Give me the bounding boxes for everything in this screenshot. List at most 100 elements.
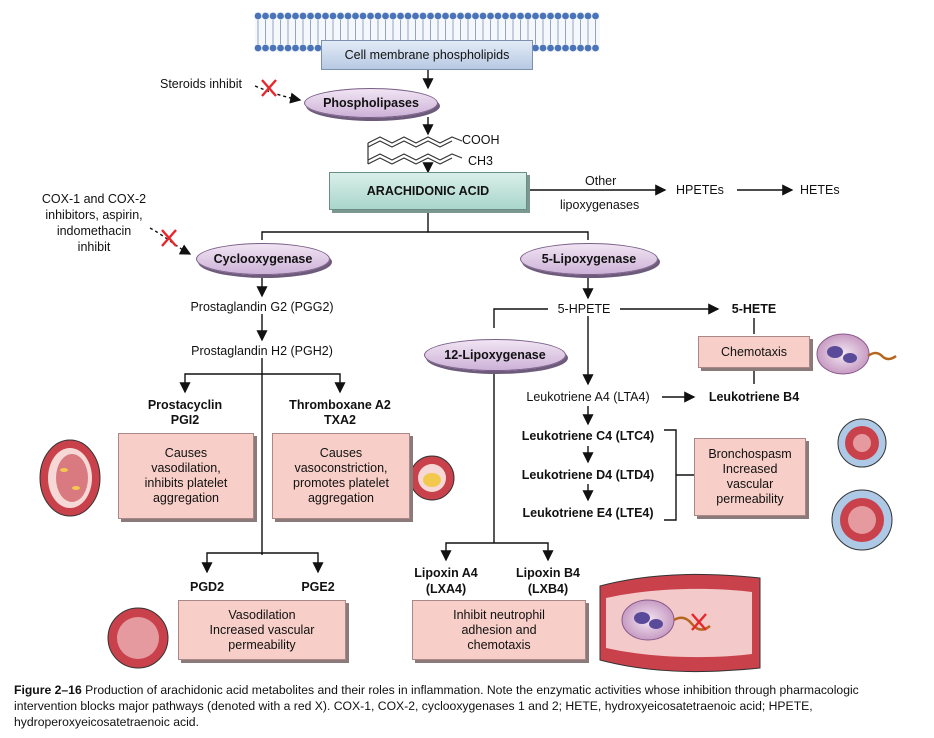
lte4-label: Leukotriene E4 (LTE4) <box>522 506 654 520</box>
phospholipid-head <box>359 12 367 20</box>
txa2-effect-box: Causes vasoconstriction, promotes platel… <box>272 433 410 519</box>
phospholipid-head <box>269 12 277 20</box>
phospholipid-head <box>577 12 584 20</box>
phospholipid-head <box>284 44 292 52</box>
hpetes-label: HPETEs <box>676 183 724 197</box>
pgd-effect-text: Vasodilation Increased vascular permeabi… <box>209 607 315 652</box>
phospholipid-head <box>547 12 554 20</box>
phospholipid-head <box>299 44 307 52</box>
phospholipid-head <box>299 12 307 20</box>
membrane-label-box: Cell membrane phospholipids <box>321 40 533 70</box>
caption-text: Production of arachidonic acid metabolit… <box>14 683 859 729</box>
vessel-bronchi-icon <box>837 418 887 468</box>
phospholipid-head <box>382 12 389 20</box>
phospholipid-head <box>562 44 569 52</box>
pgd2-label: PGD2 <box>189 580 225 594</box>
phospholipid-head <box>569 12 577 20</box>
phospholipid-head <box>322 12 329 20</box>
phospholipid-head <box>262 12 269 20</box>
lipoxin-effect-text: Inhibit neutrophil adhesion and chemotax… <box>453 607 545 652</box>
five-lipoxygenase-label: 5-Lipoxygenase <box>541 252 637 266</box>
txa2-effect-text: Causes vasoconstriction, promotes platel… <box>293 446 389 505</box>
phospholipid-head <box>434 12 442 20</box>
phospholipid-head <box>262 44 269 52</box>
membrane-label: Cell membrane phospholipids <box>344 48 510 62</box>
phospholipid-head <box>367 12 374 20</box>
phospholipid-head <box>277 12 284 20</box>
phospholipid-head <box>554 12 562 20</box>
phospholipid-head <box>314 12 322 20</box>
phospholipid-head <box>539 44 547 52</box>
phospholipid-head <box>532 12 539 20</box>
phospholipid-head <box>307 12 314 20</box>
vessel-dilated-icon <box>39 439 101 517</box>
arachidonic-acid-box: ARACHIDONIC ACID <box>329 172 527 210</box>
pathway-arrows <box>149 70 794 574</box>
bronchospasm-box: Bronchospasm Increased vascular permeabi… <box>694 438 806 516</box>
txa2-label: TXA2 <box>324 413 356 427</box>
phospholipid-head <box>494 12 502 20</box>
phospholipid-head <box>449 12 457 20</box>
phospholipid-head <box>397 12 404 20</box>
phospholipases-enzyme: Phospholipases <box>304 88 438 118</box>
cyclooxygenase-label: Cyclooxygenase <box>213 252 313 266</box>
phospholipid-head <box>509 12 517 20</box>
cox-note-2: inhibitors, aspirin, <box>45 208 143 222</box>
pgi2-label: PGI2 <box>170 413 200 427</box>
vessel-permeable-icon <box>107 607 169 669</box>
cox-note-3: indomethacin <box>56 224 132 238</box>
phospholipid-head <box>502 12 509 20</box>
lipoxin-effect-box: Inhibit neutrophil adhesion and chemotax… <box>412 600 586 660</box>
phospholipid-head <box>569 44 577 52</box>
lxa4-abbr: (LXA4) <box>425 582 467 596</box>
phospholipid-head <box>562 12 569 20</box>
phospholipid-head <box>479 12 487 20</box>
caption-figure-number: Figure 2–16 <box>14 683 82 697</box>
lxb4-label: Lipoxin B4 <box>516 566 580 580</box>
phospholipid-head <box>292 44 299 52</box>
other-label: Other <box>585 174 617 188</box>
phospholipid-head <box>547 44 554 52</box>
ltb4-label: Leukotriene B4 <box>708 390 800 404</box>
chemotaxis-text: Chemotaxis <box>721 344 787 359</box>
cyclooxygenase-enzyme: Cyclooxygenase <box>196 243 330 275</box>
five-hpete-label: 5-HPETE <box>557 302 611 316</box>
cox-note-1: COX-1 and COX-2 <box>41 192 147 206</box>
phospholipid-head <box>269 44 277 52</box>
pgi2-effect-text: Causes vasodilation, inhibits platelet a… <box>144 446 228 505</box>
phospholipid-head <box>374 12 382 20</box>
inhibit-x-icon <box>161 79 277 247</box>
phospholipid-head <box>472 12 479 20</box>
vessel-leaky-icon <box>831 489 893 551</box>
phospholipid-head <box>487 12 494 20</box>
chemotaxis-box: Chemotaxis <box>698 336 810 368</box>
phospholipid-head <box>592 44 599 52</box>
lipoxygenases-label: lipoxygenases <box>560 198 640 212</box>
phospholipid-head <box>584 44 592 52</box>
phospholipid-head <box>254 12 262 20</box>
ch3-label: CH3 <box>468 154 494 168</box>
arachidonic-chain-icon <box>367 136 463 165</box>
phospholipid-head <box>524 12 532 20</box>
phospholipid-head <box>277 44 284 52</box>
phospholipid-head <box>284 12 292 20</box>
bronchospasm-text: Bronchospasm Increased vascular permeabi… <box>708 447 792 506</box>
phospholipid-head <box>464 12 472 20</box>
phospholipid-head <box>592 12 599 20</box>
phospholipid-head <box>254 44 262 52</box>
cox-note-4: inhibit <box>77 240 111 254</box>
prostacyclin-label: Prostacyclin <box>147 398 223 412</box>
twelve-lipoxygenase-label: 12-Lipoxygenase <box>444 348 546 362</box>
phospholipid-head <box>532 44 539 52</box>
phospholipid-head <box>389 12 397 20</box>
phospholipid-head <box>337 12 344 20</box>
phospholipid-head <box>427 12 434 20</box>
phospholipid-head <box>352 12 359 20</box>
ltc4-label: Leukotriene C4 (LTC4) <box>521 429 655 443</box>
pgi2-effect-box: Causes vasodilation, inhibits platelet a… <box>118 433 254 519</box>
phospholipid-head <box>554 44 562 52</box>
phospholipid-head <box>314 44 322 52</box>
cooh-label: COOH <box>462 133 500 147</box>
